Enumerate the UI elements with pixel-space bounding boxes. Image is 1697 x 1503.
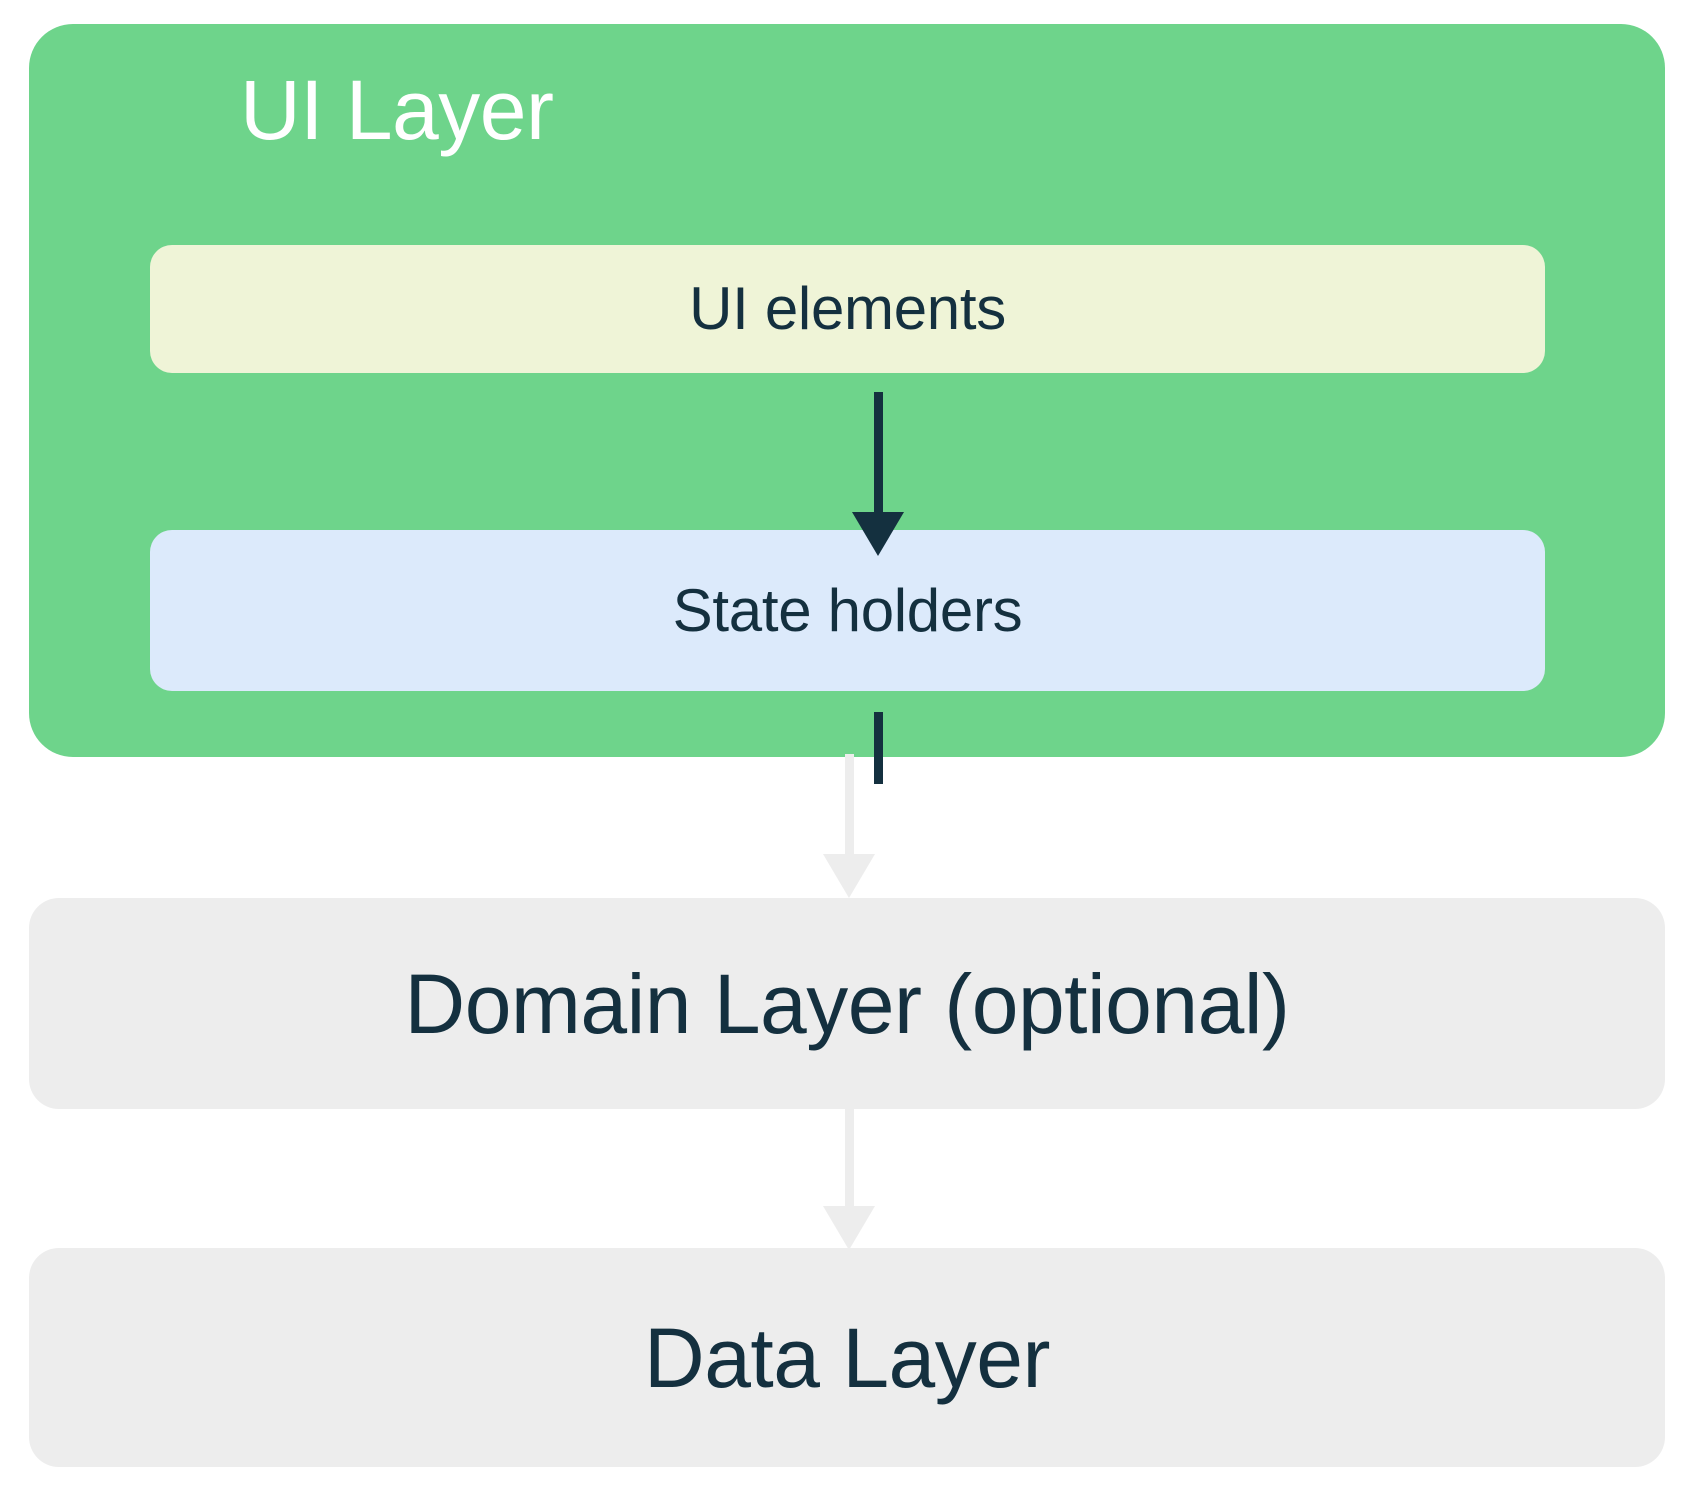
ui-layer-title: UI Layer <box>240 63 554 157</box>
ui-elements-box: UI elements <box>150 245 1545 373</box>
arrow-domain-layer-to-data-layer-icon <box>823 1106 875 1250</box>
ui-layer-card: UI Layer UI elements State holders <box>29 24 1665 784</box>
domain-layer-card: Domain Layer (optional) <box>29 898 1665 1109</box>
data-layer-label: Data Layer <box>644 1310 1050 1405</box>
domain-layer-label: Domain Layer (optional) <box>404 956 1290 1051</box>
arrow-ui-layer-to-domain-layer-icon <box>823 754 875 898</box>
data-layer-card: Data Layer <box>29 1248 1665 1467</box>
ui-elements-label: UI elements <box>689 275 1006 342</box>
state-holders-box: State holders <box>150 530 1545 691</box>
state-holders-label: State holders <box>672 576 1023 644</box>
arrow-state-holders-shaft-icon <box>874 712 883 784</box>
